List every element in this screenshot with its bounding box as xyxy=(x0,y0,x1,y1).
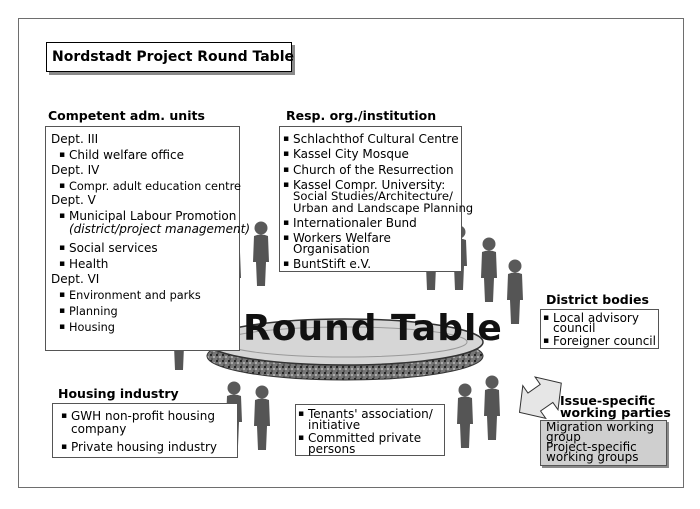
list-item: Internationaler Bund xyxy=(283,217,417,231)
dept-label: Dept. IV xyxy=(51,163,100,177)
list-item-cont: group xyxy=(546,430,581,444)
list-item-note: (district/project management) xyxy=(69,222,250,236)
person-icon xyxy=(484,375,500,440)
housing-box: GWH non-profit housing company Private h… xyxy=(52,403,238,458)
competent-heading: Competent adm. units xyxy=(48,108,205,123)
list-item-cont: Urban and Landscape Planning xyxy=(293,201,474,215)
list-item: Church of the Resurrection xyxy=(283,164,454,178)
list-item: Committed private xyxy=(298,432,421,446)
issue-heading-1: Issue-specific xyxy=(560,393,656,408)
list-item-cont: persons xyxy=(308,442,356,456)
list-item: Social services xyxy=(59,242,158,256)
list-item: Health xyxy=(59,258,109,272)
resp-heading: Resp. org./institution xyxy=(286,108,437,123)
housing-heading: Housing industry xyxy=(58,386,179,401)
list-item: Kassel City Mosque xyxy=(283,148,409,162)
person-icon xyxy=(507,259,523,324)
list-item-cont: company xyxy=(71,422,127,436)
person-icon xyxy=(253,221,269,286)
list-item-cont: Social Studies/Architecture/ xyxy=(293,189,453,203)
list-item: Foreigner council xyxy=(543,335,656,349)
list-item: Planning xyxy=(59,305,118,318)
list-item: Compr. adult education centre xyxy=(59,180,241,193)
list-item: GWH non-profit housing xyxy=(61,410,215,424)
issue-heading-2: working parties xyxy=(560,405,671,420)
district-heading: District bodies xyxy=(546,292,649,307)
list-item: Private housing industry xyxy=(61,441,217,455)
list-item-cont: initiative xyxy=(308,418,361,432)
list-item: Housing xyxy=(59,321,115,334)
list-item: Migration working xyxy=(546,420,654,434)
double-arrow-icon xyxy=(518,376,562,420)
tenants-box: Tenants' association/ initiative Committ… xyxy=(295,404,445,456)
dept-label: Dept. V xyxy=(51,193,96,207)
list-item: Schlachthof Cultural Centre xyxy=(283,133,459,147)
list-item: Local advisory xyxy=(543,312,639,326)
diagram-frame xyxy=(18,18,684,488)
diagram-title: Nordstadt Project Round Table xyxy=(46,42,294,72)
list-item: Kassel Compr. University: xyxy=(283,179,445,193)
dept-label: Dept. III xyxy=(51,132,99,146)
round-table-label: Round Table xyxy=(243,308,503,349)
person-icon xyxy=(481,237,497,302)
dept-label: Dept. VI xyxy=(51,272,100,286)
person-icon xyxy=(254,385,270,450)
person-icon xyxy=(457,383,473,448)
list-item-cont: Organisation xyxy=(293,242,370,256)
list-item: BuntStift e.V. xyxy=(283,258,371,272)
list-item: Environment and parks xyxy=(59,289,201,302)
round-table-shape xyxy=(206,318,484,381)
resp-box: Schlachthof Cultural Centre Kassel City … xyxy=(279,126,473,272)
list-item: Tenants' association/ xyxy=(298,408,433,422)
issue-box: Migration working group Project-specific… xyxy=(540,420,667,466)
list-item: Municipal Labour Promotion xyxy=(59,210,236,224)
list-item: Project-specific xyxy=(546,440,637,454)
list-item-cont: council xyxy=(553,321,596,335)
district-box: Local advisory council Foreigner council xyxy=(540,309,659,349)
competent-box: Dept. III Child welfare office Dept. IV … xyxy=(45,126,250,351)
list-item: Workers Welfare xyxy=(283,232,391,246)
list-item-cont: working groups xyxy=(546,450,639,464)
list-item: Child welfare office xyxy=(59,149,184,163)
